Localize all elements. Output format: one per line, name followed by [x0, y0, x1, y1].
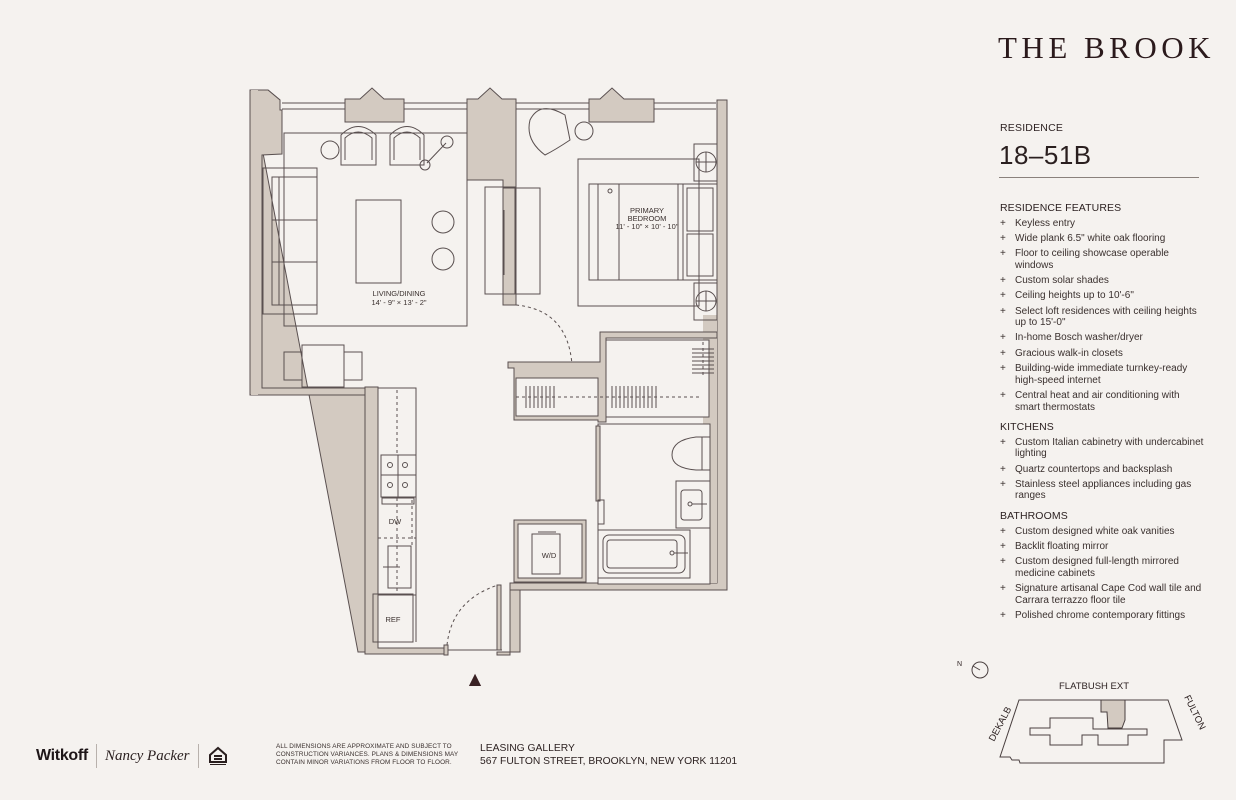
leasing-address: 567 FULTON STREET, BROOKLYN, NEW YORK 11…	[480, 756, 738, 767]
feature-text: Floor to ceiling showcase operable windo…	[1015, 248, 1169, 271]
living-room-name: LIVING/DINING	[373, 289, 426, 298]
plus-icon: +	[1000, 332, 1006, 344]
feature-text: Backlit floating mirror	[1015, 540, 1109, 552]
feature-item: + Gracious walk-in closets	[1000, 348, 1205, 360]
floor-plan: LIVING/DINING 14' - 9" × 13' - 2" PRIMAR…	[249, 87, 728, 688]
compass-icon	[971, 661, 989, 679]
plus-icon: +	[1000, 583, 1006, 595]
plus-icon: +	[1000, 389, 1006, 401]
street-right: FULTON	[1181, 693, 1207, 731]
divider	[95, 744, 97, 768]
residence-label: RESIDENCE	[1000, 122, 1064, 134]
feature-item: + Polished chrome contemporary fittings	[1000, 610, 1205, 622]
feature-item: + Select loft residences with ceiling hei…	[1000, 306, 1205, 329]
disclaimer-line: CONTAIN MINOR VARIATIONS FROM FLOOR TO F…	[276, 759, 452, 767]
feature-item: + Signature artisanal Cape Cod wall tile …	[1000, 583, 1205, 606]
features-section-kitchens: KITCHENS + Custom Italian cabinetry with …	[1000, 421, 1205, 502]
leasing-info: LEASING GALLERY 567 FULTON STREET, BROOK…	[480, 742, 737, 768]
section-title: RESIDENCE FEATURES	[1000, 202, 1122, 214]
plus-icon: +	[1000, 363, 1006, 375]
street-top: FLATBUSH EXT	[1059, 681, 1129, 692]
refrigerator-label: REF	[386, 615, 401, 624]
divider	[197, 744, 199, 768]
living-room-dims: 14' - 9" × 13' - 2"	[371, 298, 426, 307]
signature-logo: Nancy Packer	[104, 747, 190, 764]
divider	[999, 177, 1199, 178]
feature-item: + Custom designed white oak vanities	[1000, 526, 1205, 538]
features-panel: RESIDENCE FEATURES + Keyless entry + Wide …	[1000, 202, 1205, 631]
north-label: N	[957, 661, 962, 668]
feature-text: Central heat and air conditioning with s…	[1015, 389, 1180, 413]
exterior-wall	[250, 89, 448, 653]
brand-title: THE BROOK	[998, 30, 1216, 65]
plus-icon: +	[1000, 305, 1006, 317]
feature-item: + Wide plank 6.5" white oak flooring	[1000, 233, 1205, 245]
feature-item: + Keyless entry	[1000, 218, 1205, 230]
bedroom-name-line1: PRIMARY	[630, 206, 664, 215]
bedroom-name-line2: BEDROOM	[628, 214, 667, 223]
feature-item: + Stainless steel appliances including ga…	[1000, 479, 1205, 502]
feature-text: Select loft residences with ceiling heig…	[1015, 305, 1197, 329]
feature-text: Custom designed white oak vanities	[1015, 525, 1175, 537]
plus-icon: +	[1000, 347, 1006, 359]
plus-icon: +	[1000, 525, 1006, 537]
feature-text: Quartz countertops and backsplash	[1015, 463, 1173, 475]
plus-icon: +	[1000, 463, 1006, 475]
feature-text: In-home Bosch washer/dryer	[1015, 332, 1143, 344]
feature-text: Ceiling heights up to 10'-6"	[1015, 290, 1134, 302]
footer-logos: Witkoff Nancy Packer	[36, 743, 229, 769]
features-section-residence: RESIDENCE FEATURES + Keyless entry + Wide …	[1000, 202, 1205, 413]
feature-text: Custom designed full-length mirrored med…	[1015, 556, 1179, 579]
leasing-title: LEASING GALLERY	[480, 743, 575, 754]
plus-icon: +	[1000, 609, 1006, 621]
section-title: BATHROOMS	[1000, 510, 1068, 523]
plus-icon: +	[1000, 275, 1006, 287]
equal-housing-icon	[207, 745, 229, 767]
plus-icon: +	[1000, 540, 1006, 552]
feature-text: Signature artisanal Cape Cod wall tile a…	[1015, 583, 1202, 606]
feature-text: Gracious walk-in closets	[1015, 347, 1123, 359]
feature-item: + Backlit floating mirror	[1000, 541, 1205, 553]
washer-dryer-label: W/D	[542, 551, 557, 560]
feature-item: + Custom solar shades	[1000, 275, 1205, 287]
disclaimer-line: ALL DIMENSIONS ARE APPROXIMATE AND SUBJE…	[276, 743, 452, 750]
plus-icon: +	[1000, 232, 1006, 244]
disclaimer: ALL DIMENSIONS ARE APPROXIMATE AND SUBJE…	[276, 743, 476, 768]
plus-icon: +	[1000, 436, 1006, 448]
building-footprint	[999, 699, 1183, 764]
feature-text: Keyless entry	[1015, 217, 1076, 229]
feature-item: + Ceiling heights up to 10'-6"	[1000, 290, 1205, 302]
feature-item: + Custom designed full-length mirrored me…	[1000, 556, 1205, 579]
feature-item: + In-home Bosch washer/dryer	[1000, 332, 1205, 344]
feature-item: + Floor to ceiling showcase operable wind…	[1000, 248, 1205, 271]
plus-icon: +	[1000, 217, 1006, 229]
disclaimer-line: CONSTRUCTION VARIANCES. PLANS & DIMENSIO…	[276, 751, 459, 759]
feature-text: Custom solar shades	[1015, 275, 1109, 287]
feature-text: Custom Italian cabinetry with undercabin…	[1015, 436, 1204, 460]
feature-text: Stainless steel appliances including gas…	[1015, 478, 1192, 502]
plus-icon: +	[1000, 290, 1006, 302]
witkoff-logo: Witkoff	[36, 747, 88, 764]
plus-icon: +	[1000, 478, 1006, 490]
feature-item: + Central heat and air conditioning with …	[1000, 390, 1205, 413]
feature-item: + Building-wide immediate turnkey-ready h…	[1000, 363, 1205, 386]
entry-marker-icon: ▲	[469, 669, 482, 688]
dishwasher-label: DW	[389, 517, 402, 526]
feature-item: + Custom Italian cabinetry with undercabi…	[1000, 437, 1205, 460]
feature-text: Wide plank 6.5" white oak flooring	[1015, 232, 1166, 244]
feature-text: Polished chrome contemporary fittings	[1015, 609, 1186, 621]
residence-number: 18–51B	[999, 140, 1092, 170]
feature-item: + Quartz countertops and backsplash	[1000, 464, 1205, 476]
plus-icon: +	[1000, 556, 1006, 568]
features-section-bathrooms: BATHROOMS + Custom designed white oak van…	[1000, 510, 1205, 622]
section-title: KITCHENS	[1000, 421, 1054, 434]
plus-icon: +	[1000, 248, 1006, 260]
feature-text: Building-wide immediate turnkey-ready hi…	[1015, 363, 1188, 386]
bedroom-dims: 11' - 10" × 10' - 10"	[616, 222, 679, 231]
street-left: DEKALB	[987, 705, 1014, 743]
